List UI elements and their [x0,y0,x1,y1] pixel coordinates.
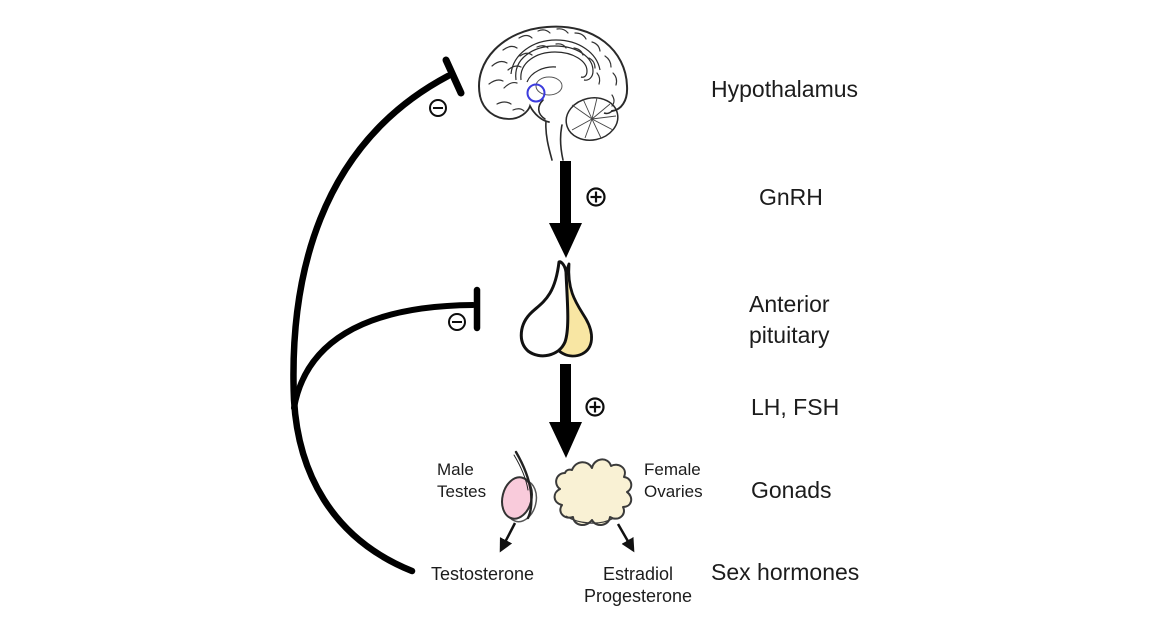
positive-feedback-icon-gnrh [586,187,606,207]
epididymis-line [514,450,533,520]
cerebellum [565,97,619,141]
brain-illustration [478,25,629,161]
sex-hormones-label: Sex hormones [711,559,860,585]
male-testes-label: Male Testes [437,459,486,503]
anterior-pituitary-label-line2: pituitary [749,322,830,348]
male-label-line2: Testes [437,482,487,501]
brainstem [537,99,564,161]
negative-feedback-icon-pituitary [448,313,466,331]
female-ovaries-label: Female Ovaries [644,459,703,503]
ovary-illustration [553,458,633,526]
female-hormones-label: Estradiol Progesterone [570,563,706,607]
negative-feedback-icon-hypothalamus [429,99,447,117]
male-label-line1: Male [437,460,474,479]
anterior-pituitary-illustration [519,260,593,358]
gnrh-stimulation-arrow [549,161,582,258]
pituitary-anterior-lobe [519,260,570,358]
lh-fsh-label: LH, FSH [751,394,840,420]
gonads-label: Gonads [751,477,832,503]
testosterone-label: Testosterone [431,564,535,584]
female-label-line1: Female [644,460,701,479]
lh-fsh-stimulation-arrow [549,364,582,458]
inhibition-bar-hypothalamus [442,56,465,97]
anterior-pituitary-label-line1: Anterior [749,291,830,317]
female-label-line2: Ovaries [644,482,703,501]
testis-illustration [501,450,538,523]
hypothalamus-marker-circle [526,83,546,103]
testosterone-arrow [499,522,517,553]
gnrh-label: GnRH [759,184,823,210]
negative-feedback-path-to-hypothalamus [290,56,465,575]
negative-feedback-path-to-pituitary [291,286,481,411]
hypothalamus-label: Hypothalamus [711,76,859,102]
estradiol-progesterone-arrow [616,523,635,553]
progesterone-label: Progesterone [583,586,693,606]
estradiol-label: Estradiol [602,564,674,584]
anterior-pituitary-label: Anterior pituitary [749,289,830,351]
positive-feedback-icon-lhfsh [585,397,605,417]
